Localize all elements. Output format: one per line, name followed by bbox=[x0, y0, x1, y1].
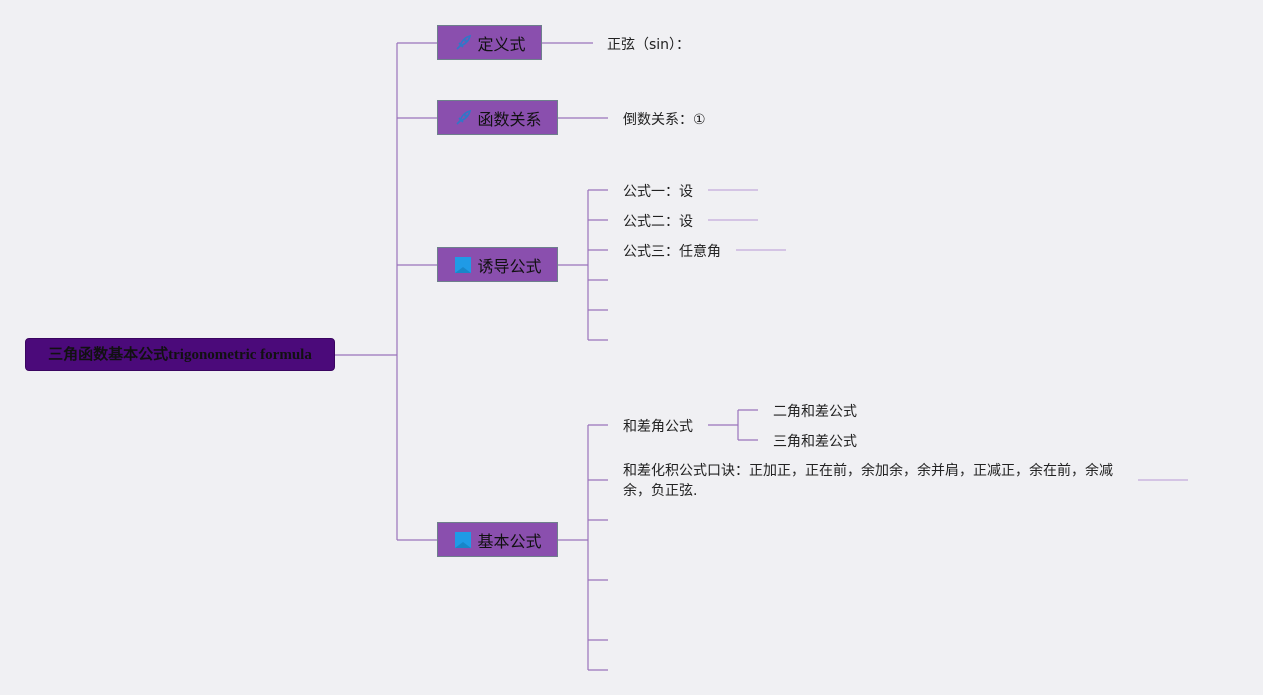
branch-label: 基本公式 bbox=[477, 531, 542, 551]
branch-node-induction-formulas[interactable]: 诱导公式 bbox=[437, 247, 558, 282]
branch-label: 诱导公式 bbox=[477, 256, 542, 276]
leaf-two-angle-sum-difference[interactable]: 二角和差公式 bbox=[773, 404, 857, 420]
rocket-icon bbox=[453, 33, 473, 53]
root-node[interactable]: 三角函数基本公式trigonometric formula bbox=[25, 338, 335, 371]
leaf-sum-to-product-mnemonic[interactable]: 和差化积公式口诀：正加正，正在前，余加余，余并肩，正减正，余在前，余减余，负正弦… bbox=[623, 463, 1113, 499]
blue-square-icon bbox=[453, 255, 473, 275]
leaf-sine-definition[interactable]: 正弦（sin）： bbox=[607, 37, 691, 53]
leaf-formula-three[interactable]: 公式三：任意角 bbox=[623, 244, 721, 260]
rocket-icon bbox=[453, 108, 473, 128]
branch-label: 函数关系 bbox=[477, 109, 542, 129]
leaf-formula-two[interactable]: 公式二：设 bbox=[623, 214, 693, 230]
leaf-formula-one[interactable]: 公式一：设 bbox=[623, 184, 693, 200]
branch-label: 定义式 bbox=[477, 34, 526, 54]
leaf-three-angle-sum-difference[interactable]: 三角和差公式 bbox=[773, 434, 857, 450]
branch-node-function-relations[interactable]: 函数关系 bbox=[437, 100, 558, 135]
leaf-sum-difference-formulas[interactable]: 和差角公式 bbox=[623, 419, 693, 435]
leaf-reciprocal-relation[interactable]: 倒数关系：① bbox=[623, 112, 706, 128]
branch-node-basic-formulas[interactable]: 基本公式 bbox=[437, 522, 558, 557]
branch-node-definition[interactable]: 定义式 bbox=[437, 25, 542, 60]
blue-square-icon bbox=[453, 530, 473, 550]
